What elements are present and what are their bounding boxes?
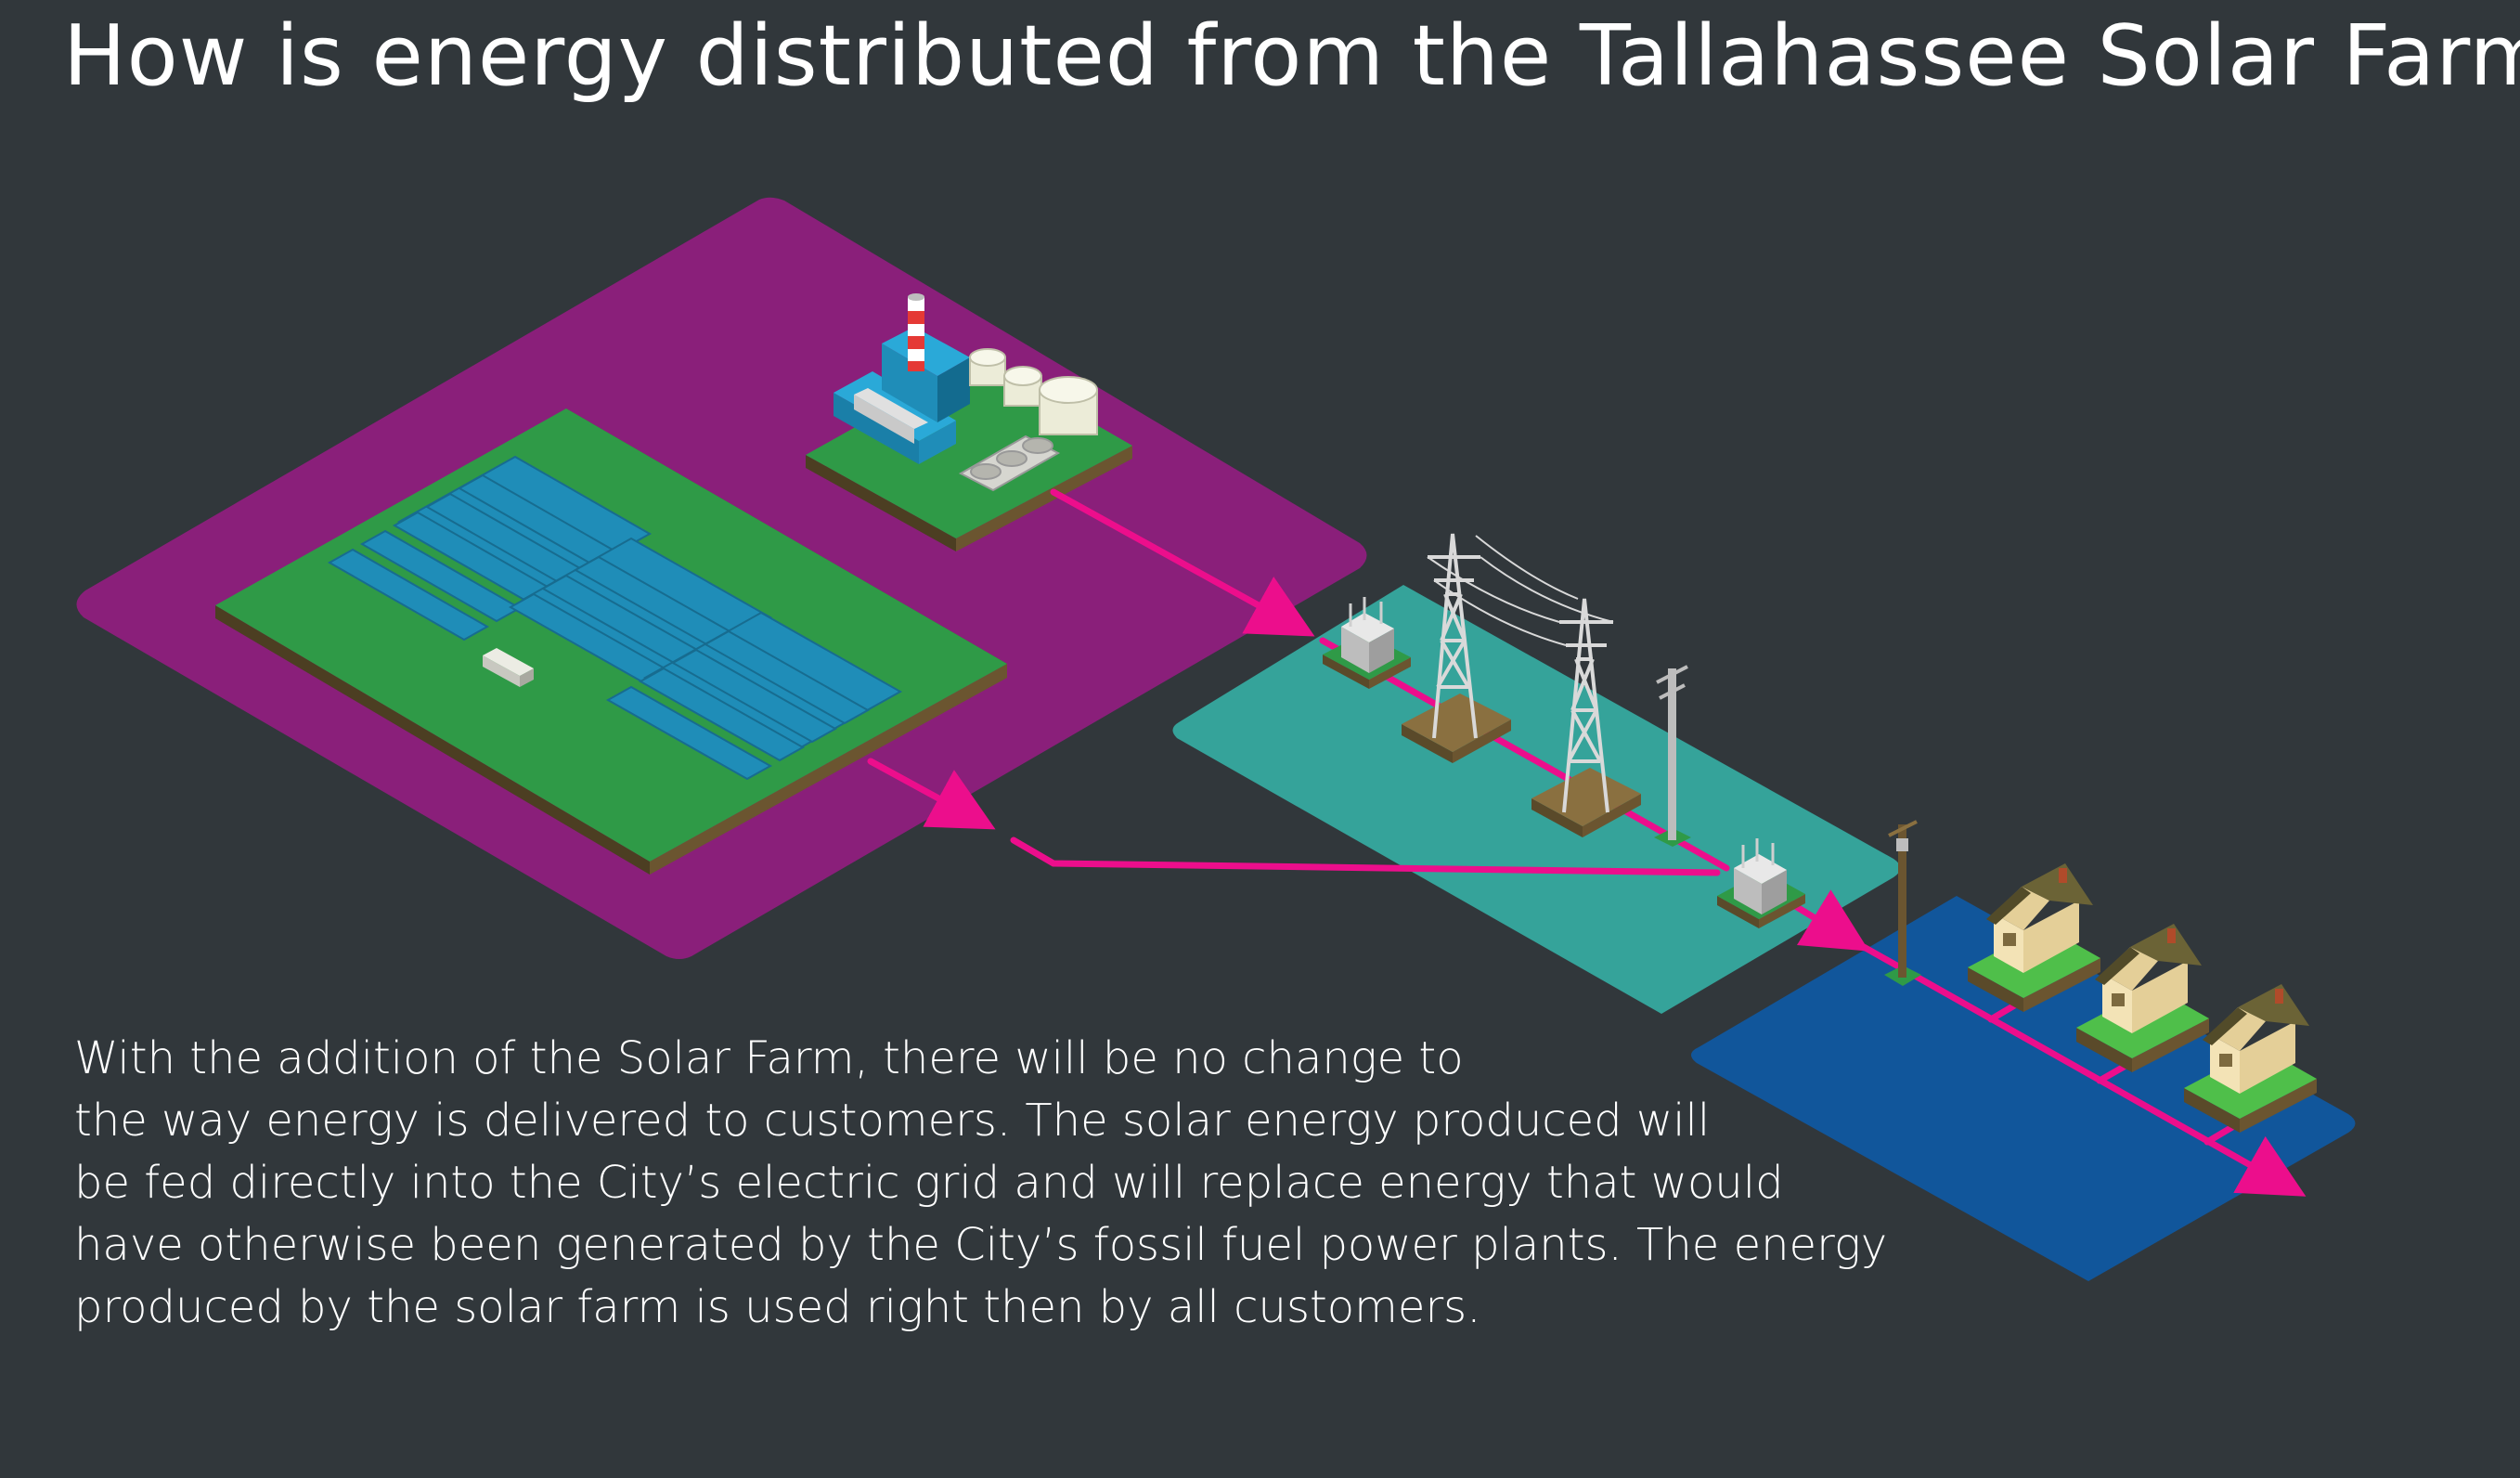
power-flow-lines	[867, 488, 2307, 1197]
utility-pole-icon	[1654, 665, 1691, 847]
fossil-fuel-power-plant-icon	[806, 293, 1132, 551]
transmission-line	[1319, 637, 1730, 872]
description-line: With the addition of the Solar Farm, the…	[74, 1032, 1464, 1084]
distribution-zone	[1690, 896, 2356, 1281]
storage-tanks	[969, 348, 1098, 435]
description-line: the way energy is delivered to customers…	[74, 1095, 1711, 1147]
solar-panel-rows	[327, 455, 903, 781]
utility-pole-icon	[1884, 820, 1921, 986]
house-icon	[2076, 924, 2209, 1072]
page-title: How is energy distributed from the Talla…	[63, 7, 2520, 105]
solar-to-grid-line	[1010, 836, 1721, 876]
house-service-drop-1	[1987, 1001, 2020, 1023]
description-line: be fed directly into the City’s electric…	[74, 1157, 1784, 1209]
description-line: produced by the solar farm is used right…	[74, 1281, 1481, 1333]
transmission-tower-icon	[1531, 598, 1641, 837]
distribution-feeder-arrow	[1860, 943, 2307, 1197]
house-icon	[2184, 984, 2317, 1133]
smokestack	[908, 293, 924, 371]
solar-panel-array-icon	[215, 408, 1007, 875]
description-line: have otherwise been generated by the Cit…	[74, 1219, 1888, 1271]
plant-to-substation-arrow	[1050, 488, 1315, 637]
transmission-tower-icon	[1402, 533, 1511, 763]
description-paragraph: With the addition of the Solar Farm, the…	[74, 1028, 1888, 1339]
transformer-substation-icon	[1717, 838, 1805, 928]
solar-output-arrow	[867, 758, 996, 830]
inverter-box	[483, 648, 534, 687]
overhead-power-wires	[1427, 535, 1614, 646]
house-service-drop-2	[2096, 1062, 2129, 1084]
cooling-units	[958, 434, 1061, 492]
transformer-substation-icon	[1323, 597, 1411, 689]
house-icon	[1968, 863, 2100, 1012]
house-service-drop-3	[2203, 1123, 2236, 1146]
